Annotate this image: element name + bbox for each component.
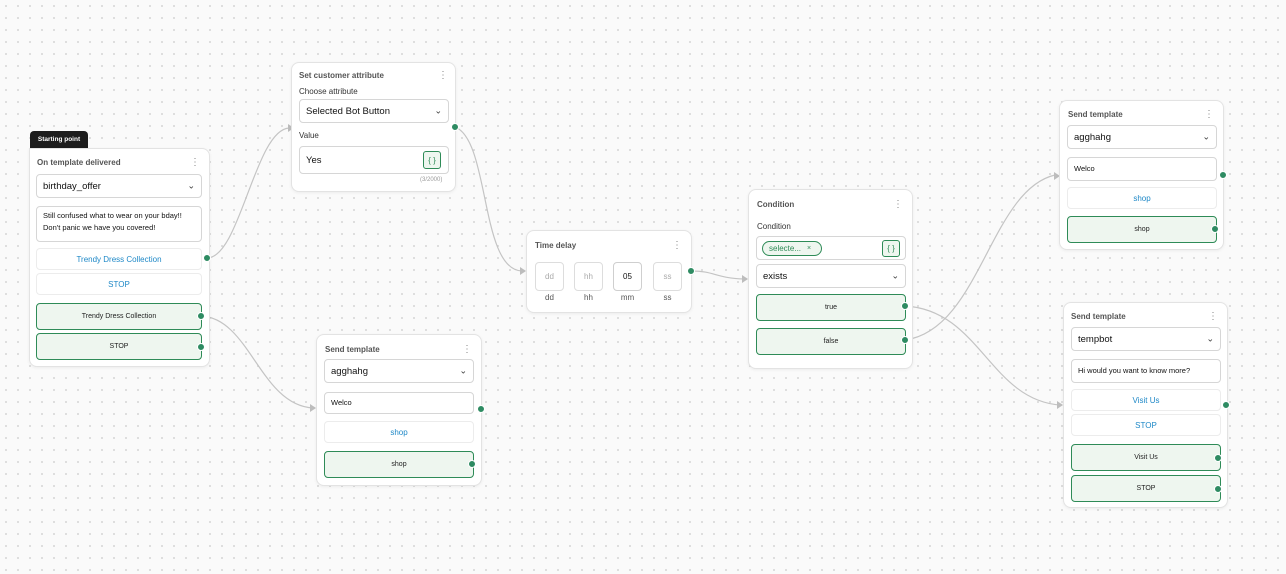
- set-attribute-node[interactable]: Set customer attribute ⋮ Choose attribut…: [291, 62, 456, 192]
- template-select[interactable]: agghahg ⌄: [1067, 125, 1217, 149]
- quick-reply-button[interactable]: STOP: [1071, 475, 1221, 502]
- output-handle[interactable]: [451, 123, 459, 131]
- message-preview: Welco: [1067, 157, 1217, 181]
- message-preview: Still confused what to wear on your bday…: [36, 206, 202, 242]
- false-branch-button[interactable]: false: [756, 328, 906, 355]
- output-handle[interactable]: [477, 405, 485, 413]
- message-preview: Hi would you want to know more?: [1071, 359, 1221, 383]
- template-select-value: agghahg: [331, 365, 368, 377]
- chevron-down-icon: ⌄: [434, 105, 442, 116]
- quick-reply-button[interactable]: shop: [1067, 216, 1217, 243]
- node-title: Set customer attribute: [299, 71, 384, 80]
- link-button[interactable]: Trendy Dress Collection: [36, 248, 202, 270]
- minutes-label: mm: [620, 293, 635, 302]
- value-input-text: Yes: [306, 154, 322, 166]
- output-handle[interactable]: [468, 460, 476, 468]
- template-select[interactable]: tempbot ⌄: [1071, 327, 1221, 351]
- more-options-icon[interactable]: ⋮: [672, 240, 682, 251]
- operator-select[interactable]: exists ⌄: [756, 264, 906, 288]
- edge-start-to-set-attr: [206, 127, 290, 259]
- quick-reply-button[interactable]: shop: [324, 451, 474, 478]
- hours-label: hh: [584, 293, 593, 302]
- chevron-down-icon: ⌄: [891, 270, 899, 281]
- quick-reply-button[interactable]: Visit Us: [1071, 444, 1221, 471]
- output-handle[interactable]: [1219, 171, 1227, 179]
- template-select[interactable]: birthday_offer ⌄: [36, 174, 202, 198]
- quick-reply-button[interactable]: STOP: [36, 333, 202, 360]
- condition-label: Condition: [757, 222, 791, 231]
- time-delay-node[interactable]: Time delay ⋮ dd hh 05 ss dd hh mm ss: [526, 230, 692, 313]
- remove-chip-icon[interactable]: ×: [807, 245, 812, 252]
- character-counter: (3/2000): [420, 177, 443, 183]
- output-handle[interactable]: [197, 343, 205, 351]
- node-title: Condition: [757, 200, 795, 209]
- hours-input[interactable]: hh: [574, 262, 603, 291]
- condition-variable-field[interactable]: [756, 236, 906, 260]
- output-handle[interactable]: [1214, 485, 1222, 493]
- more-options-icon[interactable]: ⋮: [1204, 109, 1214, 120]
- more-options-icon[interactable]: ⋮: [438, 70, 448, 81]
- template-select-value: tempbot: [1078, 333, 1113, 345]
- template-select[interactable]: agghahg ⌄: [324, 359, 474, 383]
- link-button[interactable]: shop: [1067, 187, 1217, 209]
- chevron-down-icon: ⌄: [187, 180, 195, 191]
- output-handle[interactable]: [687, 267, 695, 275]
- template-select-value: agghahg: [1074, 131, 1111, 143]
- value-label: Value: [299, 131, 319, 140]
- link-button[interactable]: Visit Us: [1071, 389, 1221, 411]
- edge-false-to-send2: [904, 174, 1056, 341]
- insert-variable-icon[interactable]: { }: [882, 240, 900, 257]
- quick-reply-button[interactable]: Trendy Dress Collection: [36, 303, 202, 330]
- send-template-node[interactable]: Send template ⋮ agghahg ⌄ Welco shop sho…: [1059, 100, 1224, 250]
- node-title: Send template: [1071, 312, 1126, 321]
- output-handle[interactable]: [901, 336, 909, 344]
- true-branch-button[interactable]: true: [756, 294, 906, 321]
- attribute-select-value: Selected Bot Button: [306, 105, 390, 117]
- node-title: Time delay: [535, 241, 577, 250]
- node-title: On template delivered: [37, 158, 121, 167]
- more-options-icon[interactable]: ⋮: [893, 199, 903, 210]
- choose-attribute-label: Choose attribute: [299, 87, 358, 96]
- seconds-label: ss: [663, 293, 672, 302]
- chevron-down-icon: ⌄: [1202, 131, 1210, 142]
- output-handle[interactable]: [901, 302, 909, 310]
- link-button[interactable]: STOP: [1071, 414, 1221, 436]
- seconds-input[interactable]: ss: [653, 262, 682, 291]
- condition-node[interactable]: Condition ⋮ Condition selecte... × { } e…: [748, 189, 913, 369]
- node-title: Send template: [325, 345, 380, 354]
- link-button[interactable]: shop: [324, 421, 474, 443]
- output-handle[interactable]: [1222, 401, 1230, 409]
- link-button[interactable]: STOP: [36, 273, 202, 295]
- insert-variable-icon[interactable]: { }: [423, 151, 441, 169]
- variable-chip[interactable]: selecte... ×: [762, 241, 822, 256]
- chevron-down-icon: ⌄: [1206, 333, 1214, 344]
- days-label: dd: [545, 293, 554, 302]
- edge-start-to-send1: [200, 315, 314, 409]
- variable-chip-text: selecte...: [769, 244, 802, 253]
- output-handle[interactable]: [1211, 225, 1219, 233]
- more-options-icon[interactable]: ⋮: [190, 157, 200, 168]
- edge-set-attr-to-delay: [454, 126, 523, 272]
- message-preview: Welco: [324, 392, 474, 414]
- attribute-select[interactable]: Selected Bot Button ⌄: [299, 99, 449, 123]
- send-template-node[interactable]: Send template ⋮ tempbot ⌄ Hi would you w…: [1063, 302, 1228, 508]
- edge-true-to-send3: [904, 305, 1061, 406]
- more-options-icon[interactable]: ⋮: [462, 344, 472, 355]
- more-options-icon[interactable]: ⋮: [1208, 311, 1218, 322]
- output-handle[interactable]: [1214, 454, 1222, 462]
- send-template-node[interactable]: Send template ⋮ agghahg ⌄ Welco shop sho…: [316, 334, 482, 486]
- template-select-value: birthday_offer: [43, 180, 101, 192]
- node-title: Send template: [1068, 110, 1123, 119]
- starting-point-tag: Starting point: [30, 131, 88, 148]
- days-input[interactable]: dd: [535, 262, 564, 291]
- output-handle[interactable]: [197, 312, 205, 320]
- minutes-input[interactable]: 05: [613, 262, 642, 291]
- operator-select-value: exists: [763, 270, 788, 282]
- edge-delay-to-condition: [690, 270, 745, 280]
- trigger-node[interactable]: On template delivered ⋮ birthday_offer ⌄…: [29, 148, 210, 367]
- chevron-down-icon: ⌄: [459, 365, 467, 376]
- output-handle[interactable]: [203, 254, 211, 262]
